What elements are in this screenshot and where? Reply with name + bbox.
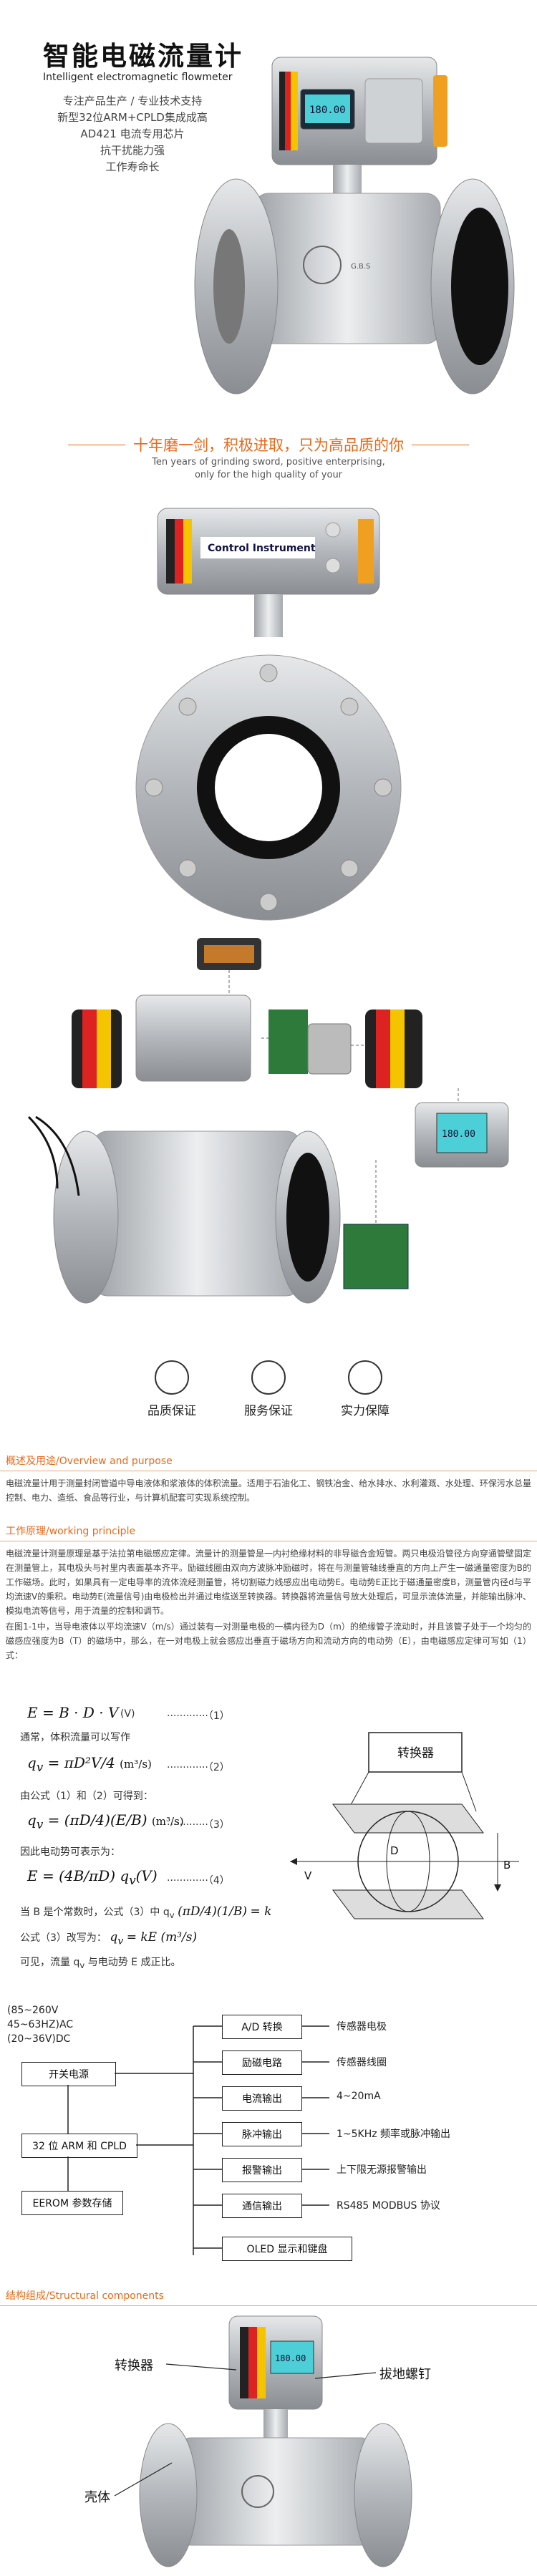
feature-item: 新型32位ARM+CPLD集成成高 (57, 111, 208, 124)
equation-5: 当 B 是个常数时，公式（3）中 qv (πD/4)(1/B) = k (20, 1904, 272, 1920)
exploded-view-image: 180.00 (27, 938, 509, 1304)
page-subtitle: Intelligent electromagnetic flowmeter (43, 72, 233, 83)
slogan-cn: 十年磨一剑，积极进取，只为高品质的你 (133, 437, 404, 454)
b-label: B (503, 1859, 511, 1872)
feature-item: 抗干扰能力强 (100, 144, 165, 157)
block-diagram: (85~260V 45~63HZ)AC (20~36V)DC 开关电源 32 位… (0, 2005, 537, 2277)
d-label: D (390, 1844, 399, 1857)
display-value: 180.00 (309, 105, 346, 116)
brand-label: Control Instrument (208, 543, 316, 554)
callout-converter: 转换器 (115, 2358, 153, 2373)
guarantee-quality: 品质保证 (125, 1360, 218, 1418)
feature-list: 专注产品生产 / 专业技术支持 新型32位ARM+CPLD集成成高 AD421 … (50, 93, 215, 175)
power-supply-box: 开关电源 (21, 2062, 116, 2086)
overview-text: 电磁流量计用于测量封闭管道中导电液体和浆液体的体积流量。适用于石油化工、钢铁冶金… (6, 1478, 531, 1503)
guarantee-service: 服务保证 (222, 1360, 315, 1418)
excitation-box: 励磁电路 (222, 2050, 302, 2075)
slogan-en-line1: Ten years of grinding sword, positive en… (152, 457, 385, 468)
equation-4: E = (4B/πD) qv(V) (27, 1867, 158, 1887)
block-connectors (67, 2025, 329, 2255)
badge-check-icon (155, 1360, 189, 1395)
shield-icon (251, 1360, 286, 1395)
equation-6: 公式（3）改写为： qv = kE (m³/s) (20, 1930, 198, 1947)
display-value: 180.00 (442, 1129, 475, 1140)
feature-item: 专注产品生产 / 专业技术支持 (62, 95, 203, 107)
equation-3: qv = (πD/4)(E/B) (m³/s) (27, 1811, 184, 1831)
structure-image: 180.00 (139, 2315, 412, 2567)
ad-conversion-box: A/D 转换 (222, 2015, 302, 2039)
flowmeter-hero-image: 180.00 G.B.S (194, 57, 515, 394)
pulse-output-box: 脉冲输出 (222, 2122, 302, 2146)
converter-label: 转换器 (397, 1746, 434, 1761)
display-value: 180.00 (275, 2353, 306, 2363)
body-badge: G.B.S (351, 263, 370, 271)
feature-item: 工作寿命长 (105, 160, 160, 173)
equation-2: qv = πD²V/4 (m³/s) (27, 1754, 152, 1774)
equation-conclusion: 可见，流量 qv 与电动势 E 成正比。 (20, 1957, 181, 1970)
current-output-box: 电流输出 (222, 2086, 302, 2111)
v-label: V (304, 1869, 312, 1882)
overview-heading: 概述及用途/Overview and purpose (0, 1453, 537, 1475)
feature-item: AD421 电流专用芯片 (80, 127, 185, 140)
gland-icon (325, 558, 341, 573)
side-view-image: Control Instrument (135, 508, 402, 921)
arm-cpld-box: 32 位 ARM 和 CPLD (21, 2134, 137, 2158)
page-title: 智能电磁流量计 (43, 41, 243, 72)
principle-text-2: 在图1-1中，当导电液体以平均流速V（m/s）通过装有一对测量电极的一横内径为D… (6, 1622, 531, 1660)
principle-text: 电磁流量计测量原理是基于法拉第电磁感应定律。流量计的测量管是一内衬绝缘材料的非导… (6, 1549, 531, 1616)
brand-logo-icon (241, 2475, 274, 2508)
alarm-output-box: 报警输出 (222, 2158, 302, 2182)
brand-logo-icon (303, 246, 342, 284)
callout-shell: 壳体 (84, 2490, 110, 2505)
comm-output-box: 通信输出 (222, 2194, 302, 2218)
gland-icon (325, 522, 341, 538)
oled-box: OLED 显示和键盘 (222, 2237, 352, 2261)
principle-heading: 工作原理/working principle (0, 1524, 537, 1545)
guarantee-strength: 实力保障 (319, 1360, 412, 1418)
strength-icon (348, 1360, 382, 1395)
callout-lines (114, 2363, 377, 2497)
callout-nut: 拔地螺钉 (379, 2367, 431, 2382)
equation-1: E = B · D · V (27, 1704, 119, 1721)
slogan-en-line2: only for the high quality of your (194, 470, 343, 480)
eerom-box: EEROM 参数存储 (21, 2191, 123, 2215)
structure-heading: 结构组成/Structural components (0, 2288, 537, 2310)
measurement-schematic: 转换器 B V D (290, 1732, 519, 1919)
